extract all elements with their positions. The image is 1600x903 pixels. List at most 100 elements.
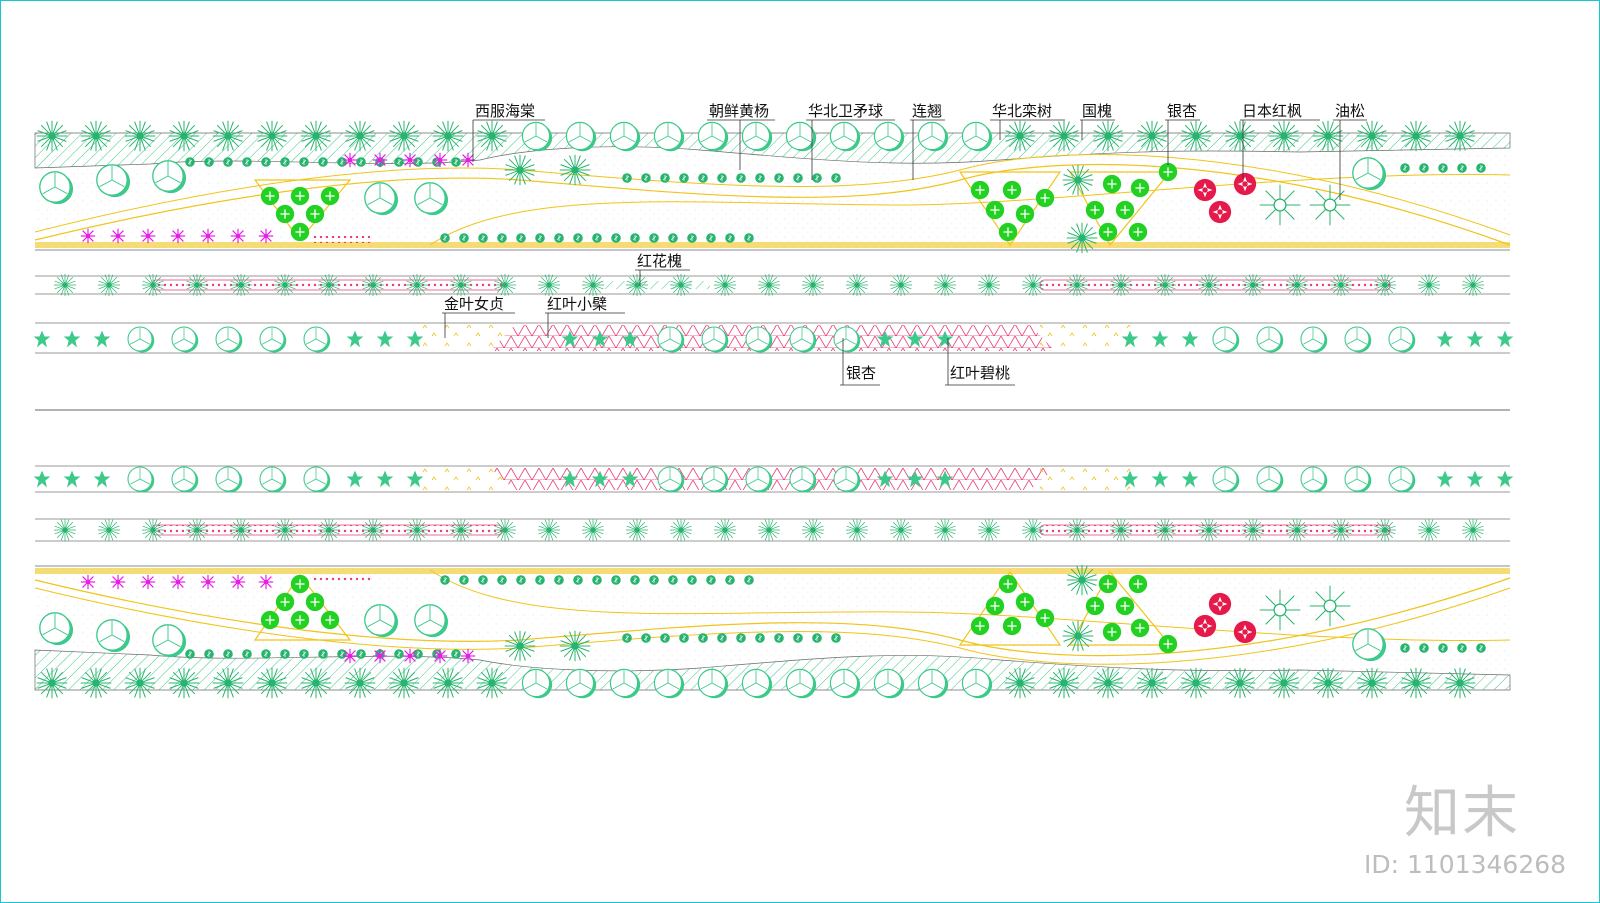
pine-icon xyxy=(53,518,77,542)
pine-icon xyxy=(713,273,737,297)
small-shrub-icon xyxy=(743,232,755,244)
tree-icon xyxy=(1300,326,1328,354)
shrub-icon xyxy=(1098,574,1118,594)
pine-icon xyxy=(212,667,244,699)
star-shrub-icon xyxy=(1466,470,1484,488)
shrub-icon xyxy=(305,204,325,224)
small-shrub-icon xyxy=(1475,642,1487,654)
pine-icon xyxy=(185,273,209,297)
star-shrub-icon xyxy=(93,330,111,348)
star-shrub-icon xyxy=(1436,470,1454,488)
pine-icon xyxy=(1373,273,1397,297)
pine-icon xyxy=(273,518,297,542)
pine-icon xyxy=(1309,585,1351,627)
shrub-icon xyxy=(260,186,280,206)
small-shrub-icon xyxy=(477,574,489,586)
hedge-strip-lower xyxy=(35,465,1510,493)
small-shrub-icon xyxy=(222,156,234,168)
small-shrub-icon xyxy=(1418,642,1430,654)
pine-icon xyxy=(504,630,536,662)
pine-icon xyxy=(1092,120,1124,152)
pine-icon xyxy=(1136,120,1168,152)
small-shrub-icon xyxy=(621,632,633,644)
pine-icon xyxy=(212,120,244,152)
star-shrub-icon xyxy=(1496,330,1514,348)
small-shrub-icon xyxy=(629,574,641,586)
small-shrub-icon xyxy=(648,232,660,244)
pine-icon xyxy=(559,630,591,662)
pine-icon xyxy=(1109,273,1133,297)
pine-icon xyxy=(1373,518,1397,542)
flower-icon xyxy=(140,574,156,590)
label-yinxing-top: 银杏 xyxy=(1167,102,1197,120)
flower-icon xyxy=(402,152,418,168)
pine-icon xyxy=(80,667,112,699)
pine-icon xyxy=(1066,564,1098,596)
shrub-icon xyxy=(1130,178,1150,198)
flower-icon xyxy=(200,574,216,590)
small-shrub-icon xyxy=(659,172,671,184)
small-shrub-icon xyxy=(773,632,785,644)
small-shrub-icon xyxy=(393,156,405,168)
small-shrub-icon xyxy=(515,232,527,244)
pine-icon xyxy=(1136,667,1168,699)
shrub-icon xyxy=(1035,608,1055,628)
small-shrub-icon xyxy=(260,156,272,168)
pine-icon xyxy=(1153,273,1177,297)
pine-icon xyxy=(361,518,385,542)
small-shrub-icon xyxy=(667,574,679,586)
pine-icon xyxy=(80,120,112,152)
pine-icon xyxy=(977,273,1001,297)
shrub-icon xyxy=(1128,574,1148,594)
pine-icon xyxy=(300,667,332,699)
small-shrub-icon xyxy=(1418,162,1430,174)
small-shrub-icon xyxy=(629,232,641,244)
pine-icon xyxy=(1062,620,1094,652)
small-shrub-icon xyxy=(572,232,584,244)
small-shrub-icon xyxy=(830,632,842,644)
pine-icon xyxy=(1197,273,1221,297)
small-shrub-icon xyxy=(260,648,272,660)
pine-icon xyxy=(1268,120,1300,152)
label-texts: 西服海棠 朝鲜黄杨 华北卫矛球 连翘 华北栾树 国槐 银杏 日本红枫 油松 红花… xyxy=(444,102,1365,382)
shrub-icon xyxy=(290,610,310,630)
pine-icon xyxy=(317,273,341,297)
small-shrub-icon xyxy=(716,632,728,644)
tree-icon xyxy=(171,326,199,354)
small-shrub-icon xyxy=(686,574,698,586)
tree-icon xyxy=(215,466,243,494)
pine-icon xyxy=(97,518,121,542)
pine-icon xyxy=(1400,120,1432,152)
shrub-icon xyxy=(1102,174,1122,194)
small-shrub-icon xyxy=(648,574,660,586)
shrub-icon xyxy=(1128,222,1148,242)
small-shrub-icon xyxy=(317,648,329,660)
pine-icon xyxy=(1285,518,1309,542)
small-shrub-icon xyxy=(792,632,804,644)
label-yinxing-mid: 银杏 xyxy=(846,364,876,382)
shrub-icon xyxy=(1115,200,1135,220)
shrub-icon xyxy=(1035,188,1055,208)
plant-labels xyxy=(442,119,1367,386)
small-shrub-icon xyxy=(716,172,728,184)
star-shrub-icon xyxy=(376,330,394,348)
small-shrub-icon xyxy=(203,156,215,168)
star-shrub-icon xyxy=(346,330,364,348)
tree-icon xyxy=(259,466,287,494)
small-shrub-icon xyxy=(754,632,766,644)
small-shrub-icon xyxy=(279,156,291,168)
flower-icon xyxy=(258,228,274,244)
small-shrub-icon xyxy=(184,156,196,168)
shrub-icon xyxy=(1015,592,1035,612)
small-shrub-icon xyxy=(686,232,698,244)
small-shrub-icon xyxy=(241,156,253,168)
pine-icon xyxy=(229,273,253,297)
pine-icon xyxy=(141,518,165,542)
shrub-icon xyxy=(1085,596,1105,616)
tree-icon xyxy=(303,466,331,494)
pine-icon xyxy=(1092,667,1124,699)
shrub-icon xyxy=(320,186,340,206)
small-shrub-icon xyxy=(222,648,234,660)
pine-icon xyxy=(669,518,693,542)
